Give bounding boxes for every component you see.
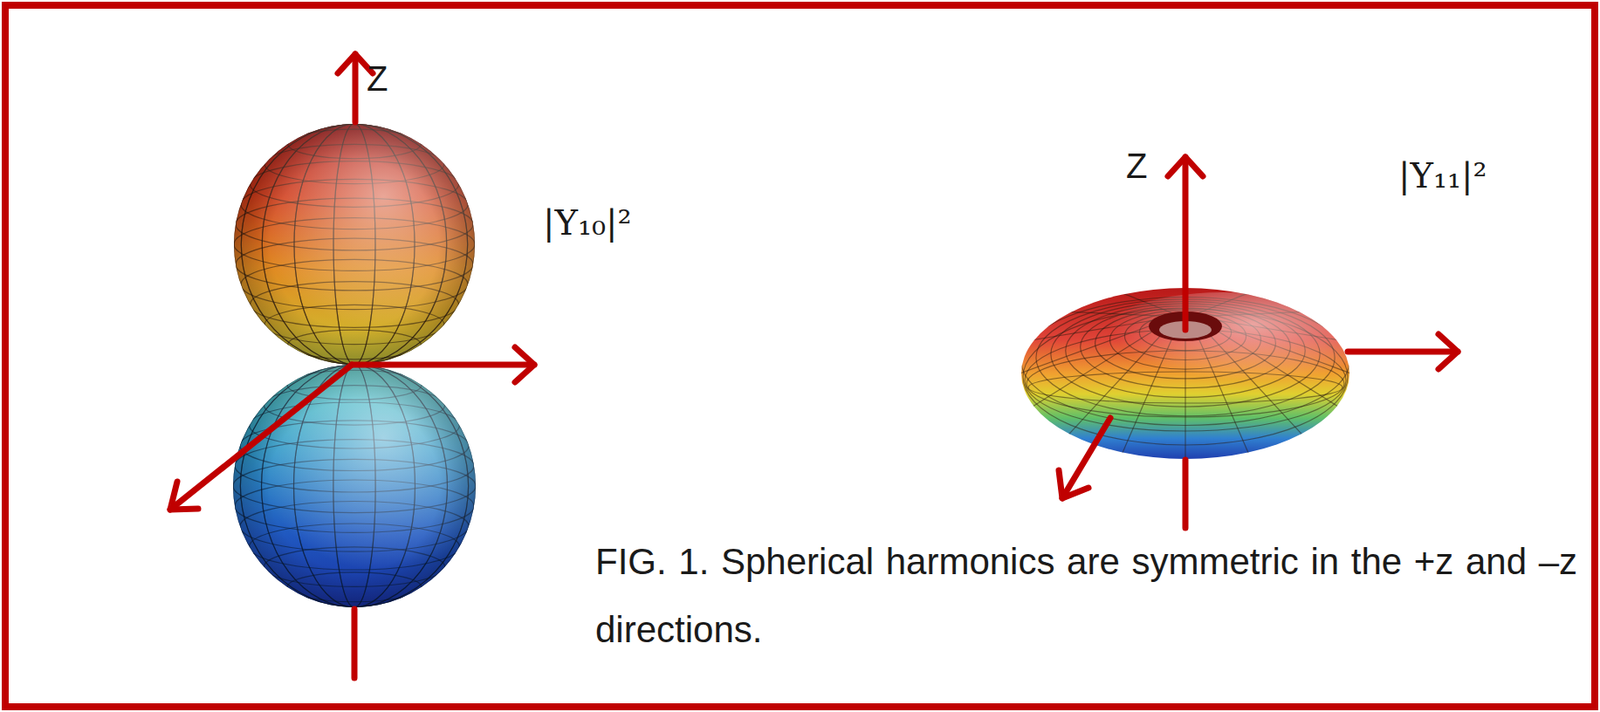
figure-caption-wrap: FIG. 1. Spherical harmonics are symmetri…: [595, 528, 1578, 665]
function-label: |Y₁₁|²: [1398, 155, 1487, 196]
mesh-line: [233, 123, 475, 365]
axes-right: [1058, 157, 1458, 529]
frame-border: [5, 5, 1595, 708]
axis-label-wrap: Z: [366, 59, 388, 99]
figure-caption: FIG. 1. Spherical harmonics are symmetri…: [595, 528, 1578, 665]
axis-label: Z: [1126, 146, 1147, 186]
axis-label: Z: [366, 59, 388, 99]
axes-left: [170, 54, 535, 679]
axis-label-wrap: Z: [1126, 146, 1147, 186]
lower-lobe: [233, 364, 476, 608]
function-label-wrap: |Y₁₁|²: [1398, 155, 1487, 196]
upper-lobe: [233, 123, 475, 365]
function-label: |Y₁₀|²: [542, 202, 632, 243]
mesh-line: [233, 364, 476, 608]
function-label-wrap: |Y₁₀|²: [542, 202, 632, 243]
